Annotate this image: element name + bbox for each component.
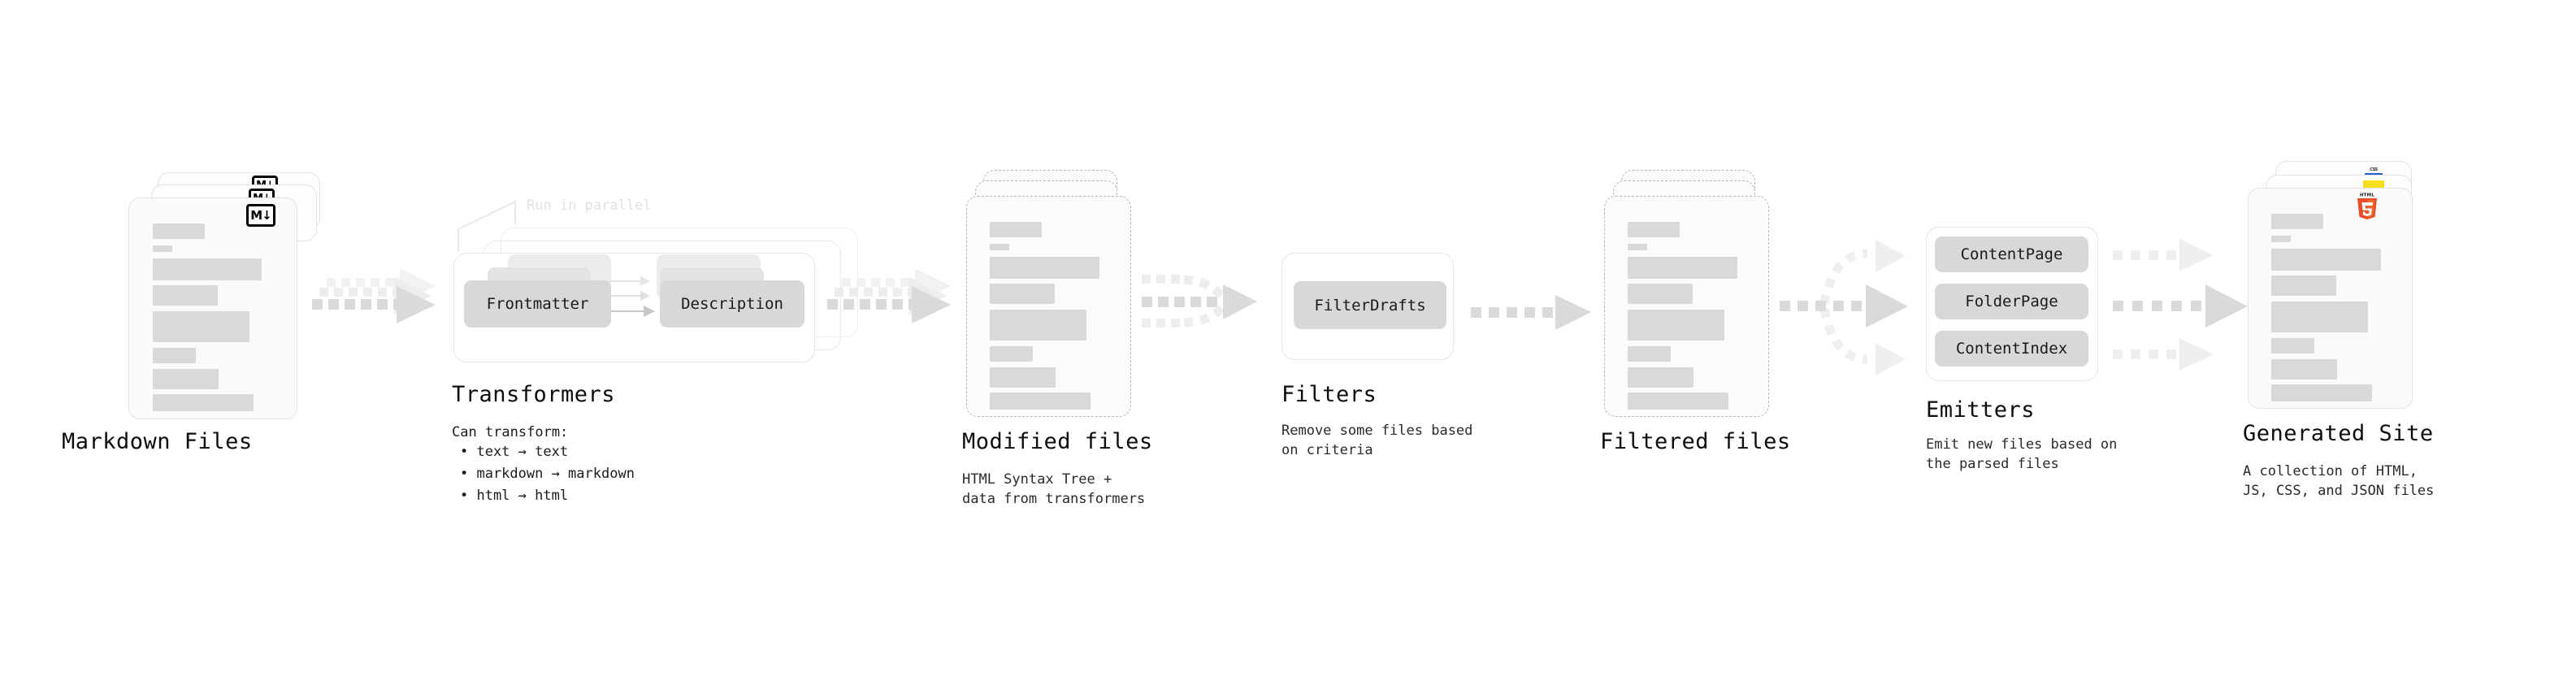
- text-stripe: [1628, 393, 1728, 410]
- text-stripe: [1628, 346, 1671, 362]
- text-stripe: [1628, 284, 1693, 304]
- text-stripe: [990, 310, 1086, 340]
- stage-title-filtered-files: Filtered files: [1600, 429, 1791, 454]
- connector-transformers-to-modified: [827, 268, 951, 323]
- run-in-parallel-label: Run in parallel: [527, 197, 652, 214]
- emitter-chip-folderpage[interactable]: FolderPage: [1935, 284, 2088, 319]
- text-stripe: [990, 244, 1009, 250]
- emitter-chip-contentindex[interactable]: ContentIndex: [1935, 331, 2088, 367]
- stage-title-generated-site: Generated Site: [2243, 421, 2434, 446]
- text-stripe: [2271, 214, 2323, 229]
- text-stripe: [990, 284, 1055, 304]
- text-stripe: [153, 245, 172, 252]
- text-stripe: [2271, 338, 2314, 354]
- transformers-bullets-heading: Can transform:: [452, 424, 569, 440]
- text-stripe: [153, 348, 196, 363]
- transformer-chip-description[interactable]: Description: [660, 280, 804, 327]
- text-stripe: [153, 223, 205, 239]
- markdown-card-front: [128, 197, 297, 419]
- text-stripe: [1628, 257, 1737, 279]
- stage-title-markdown-files: Markdown Files: [62, 429, 253, 454]
- css-icon: CSS: [2365, 167, 2383, 176]
- stage-subtitle-generated-site: A collection of HTML, JS, CSS, and JSON …: [2243, 463, 2435, 499]
- transformers-bullet-0: • text → text: [460, 444, 569, 460]
- text-stripe: [153, 311, 249, 342]
- text-stripe: [2271, 275, 2336, 296]
- text-stripe: [1628, 222, 1680, 237]
- filtered-card-front: [1604, 196, 1769, 417]
- connector-filtered-to-emitters: [1780, 240, 1908, 375]
- connector-filters-to-filtered: [1471, 295, 1591, 330]
- text-stripe: [1628, 310, 1724, 340]
- stage-subtitle-emitters: Emit new files based on the parsed files: [1926, 436, 2118, 472]
- transformers-bullet-2: • html → html: [460, 488, 569, 504]
- html5-icon: HTML: [2357, 193, 2377, 219]
- text-stripe: [2271, 301, 2368, 332]
- modified-card-front: [966, 196, 1131, 417]
- stage-title-emitters: Emitters: [1926, 397, 2036, 423]
- text-stripe: [153, 285, 218, 306]
- text-stripe: [2271, 359, 2337, 380]
- connector-emitters-to-site: [2113, 239, 2248, 371]
- text-stripe: [990, 367, 1056, 388]
- stage-subtitle-filters: Remove some files based on criteria: [1281, 423, 1473, 458]
- text-stripe: [153, 369, 219, 389]
- connector-modified-to-filters: [1142, 275, 1257, 327]
- markdown-icon: M↓: [246, 204, 275, 227]
- transformers-bullet-1: • markdown → markdown: [460, 466, 635, 482]
- text-stripe: [1628, 367, 1693, 388]
- transformer-chip-frontmatter[interactable]: Frontmatter: [464, 280, 611, 327]
- text-stripe: [2271, 249, 2381, 271]
- run-in-parallel-leader: [458, 200, 516, 252]
- text-stripe: [153, 394, 254, 411]
- stage-title-modified-files: Modified files: [962, 429, 1153, 454]
- text-stripe: [990, 393, 1091, 410]
- css-icon-label: CSS: [2370, 167, 2378, 172]
- text-stripe: [2271, 384, 2372, 401]
- text-stripe: [1628, 244, 1647, 250]
- text-stripe: [990, 346, 1033, 362]
- svg-text:HTML: HTML: [2360, 193, 2375, 198]
- stage-title-filters: Filters: [1281, 382, 1377, 407]
- stage-title-transformers: Transformers: [452, 382, 616, 407]
- css-icon-bar: [2365, 173, 2383, 176]
- text-stripe: [2271, 236, 2291, 242]
- text-stripe: [990, 257, 1099, 279]
- emitter-chip-contentpage[interactable]: ContentPage: [1935, 236, 2088, 272]
- site-card-front-html: [2248, 188, 2413, 409]
- connector-markdown-to-transformers: [312, 268, 436, 323]
- filter-chip-filterdrafts[interactable]: FilterDrafts: [1294, 281, 1446, 329]
- stage-subtitle-modified-files: HTML Syntax Tree + data from transformer…: [962, 471, 1146, 507]
- text-stripe: [990, 222, 1042, 237]
- text-stripe: [153, 258, 262, 280]
